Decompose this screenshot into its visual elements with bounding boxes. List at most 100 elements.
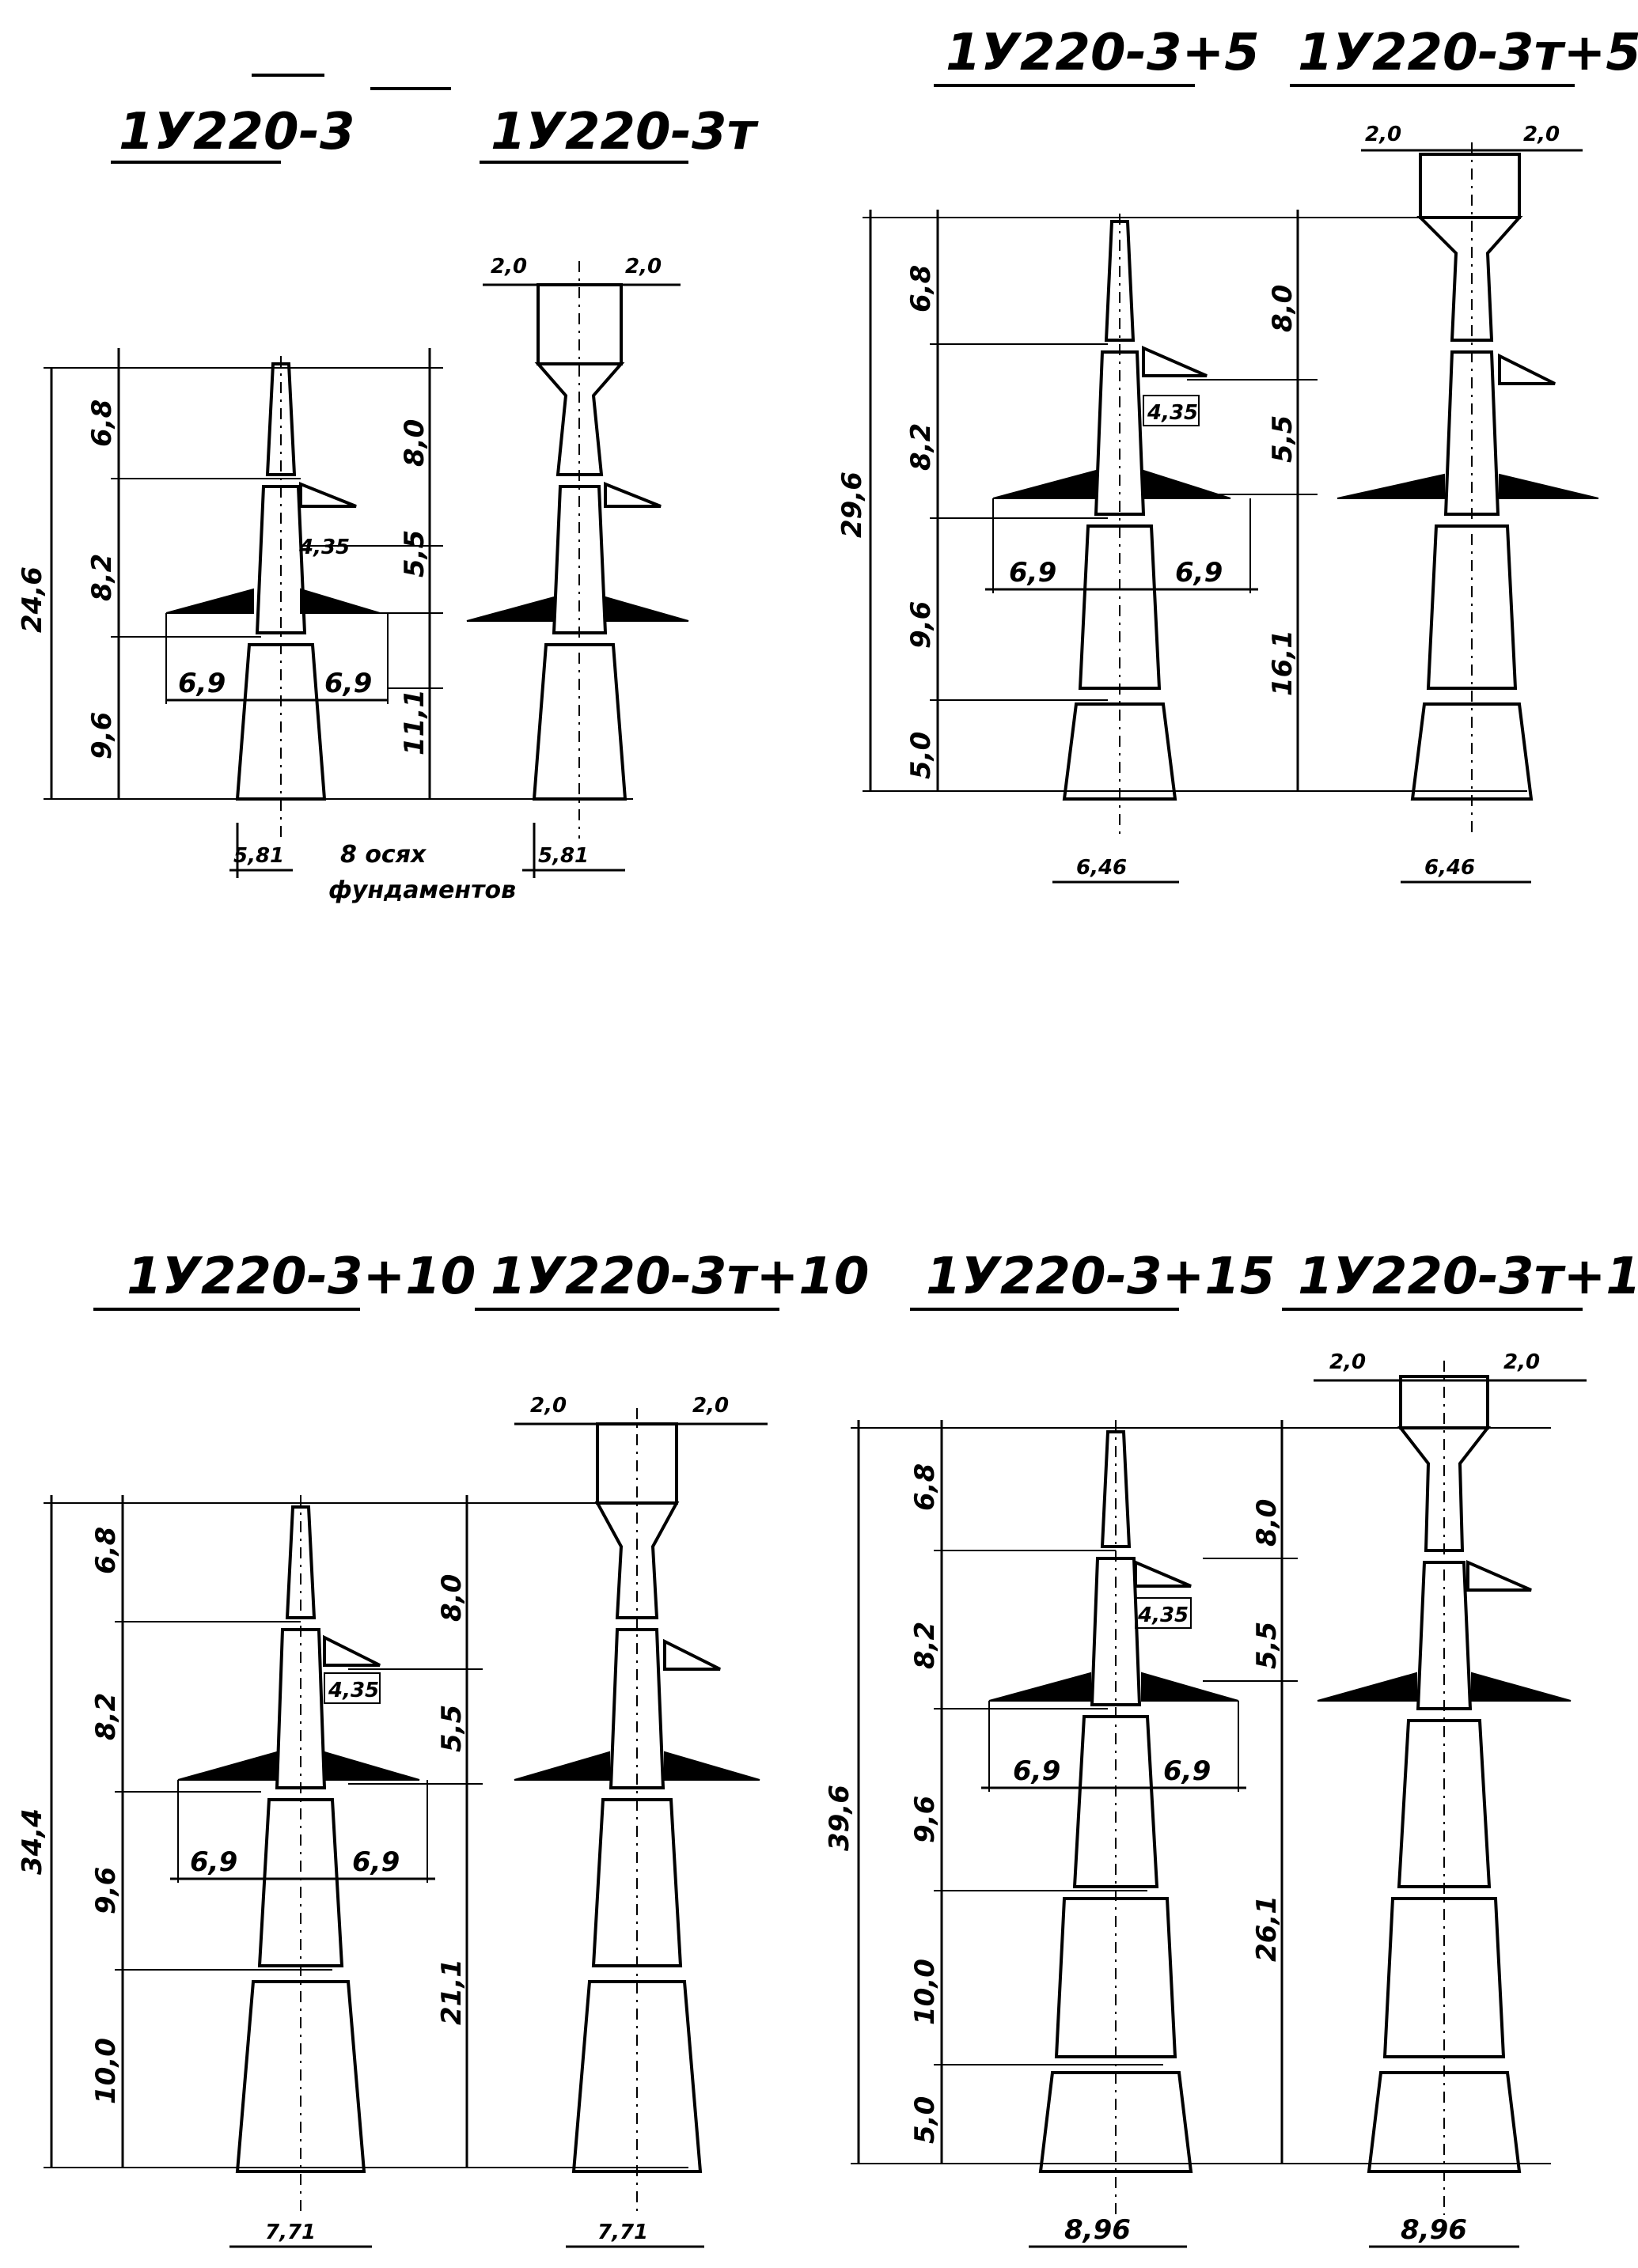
dim-11-1: 11,1 [399,689,430,755]
dim-base-right: 5,81 [538,844,589,868]
title-1u220-3-plus-10: 1У220-3+10 [127,1248,476,1306]
title-1u220-3t-plus-10: 1У220-3т+10 [491,1248,869,1306]
dim-5-5: 5,5 [1267,415,1299,463]
tower-mid-section [1090,1557,1142,1706]
dim-arm-left: 6,9 [1009,557,1056,589]
dim-base-left: 6,46 [1076,856,1127,880]
tower-mid-section [1094,350,1146,516]
panel-1u220-3: 24,6 6,8 8,2 9,6 8,0 5,5 11,1 6,9 6,9 4,… [17,255,689,904]
dim-top-left: 2,0 [1329,1350,1366,1374]
crossarm-right [300,588,381,614]
dim-4-35: 4,35 [1147,401,1198,425]
crossarm-upper [1466,1559,1532,1592]
dim-arm-left: 6,9 [178,668,226,699]
dim-10-0: 10,0 [909,1959,941,2025]
dim-5-0: 5,0 [909,2096,941,2144]
tower-1u220-3t-plus-15: 2,0 2,0 8,96 [1314,1350,1587,2248]
dim-21-1: 21,1 [436,1959,468,2025]
dim-4-35: 4,35 [298,536,350,559]
tower-mid-section [552,485,608,634]
dim-8-2: 8,2 [909,1622,941,1669]
dim-6-8: 6,8 [90,1527,122,1574]
dim-arm-right: 6,9 [1163,1755,1211,1787]
tower-lower-section [257,1798,344,1967]
tower-top-section [594,1501,680,1619]
title-1u220-3t-plus-5: 1У220-3т+5 [1298,24,1638,82]
dim-8-2: 8,2 [905,423,937,471]
tower-lower-section-2 [1054,1897,1177,2058]
crossarm-upper [1134,1559,1192,1588]
dim-arm-right: 6,9 [324,668,372,699]
crossarm-left [514,1751,610,1781]
dim-base-right: 6,46 [1424,856,1475,880]
tower-base-section [1367,2071,1522,2173]
crossarm-left [165,588,254,614]
tower-base-section [1038,2071,1193,2173]
dim-base-right: 7,71 [597,2221,648,2244]
dim-arm-left: 6,9 [1013,1755,1060,1787]
tower-1u220-3t-plus-5: 2,0 2,0 6,46 [1337,123,1599,884]
note-foundations: фундаментов [328,877,516,904]
dim-total: 29,6 [836,471,868,538]
dim-8-2: 8,2 [86,554,118,601]
dim-total: 24,6 [17,566,48,633]
crossarm-right [324,1751,420,1781]
tower-mid-section [1416,1561,1473,1710]
tower-1u220-3-plus-10: 6,9 6,9 4,35 7,71 [170,1495,435,2248]
dim-base-left: 8,96 [1064,2214,1131,2246]
dim-26-1: 26,1 [1251,1895,1283,1962]
dim-6-8: 6,8 [909,1463,941,1511]
dim-top-left: 2,0 [491,255,527,278]
crossarm-left [177,1751,278,1781]
dim-arm-right: 6,9 [352,1846,400,1878]
box-435 [324,1672,381,1704]
dim-4-35: 4,35 [1137,1604,1189,1627]
dim-8-0: 8,0 [399,419,430,467]
panel-1u220-3-plus-15: 39,6 6,8 8,2 9,6 10,0 5,0 8,0 5,5 26,1 6… [824,1350,1587,2248]
dim-base-right: 8,96 [1401,2214,1467,2246]
dim-top-right: 2,0 [625,255,662,278]
title-1u220-3t: 1У220-3т [491,103,760,161]
crossarm-right [1499,473,1599,499]
dim-6-8: 6,8 [905,265,937,312]
crossarm-right [1141,1672,1239,1702]
crossarm-upper [299,482,357,508]
tower-lower-section [1078,524,1162,690]
tower-top-section [285,1505,317,1619]
tower-top-section [265,362,297,476]
dim-8-2: 8,2 [90,1693,122,1740]
dim-5-0: 5,0 [905,732,937,779]
tower-top-section [534,362,625,476]
tower-mid-section [275,1628,327,1789]
tower-lower-section-2 [1382,1897,1506,2058]
tower-top-section [1100,1430,1132,1548]
tower-1u220-3t-plus-10: 2,0 2,0 7,71 [514,1394,768,2248]
box-435 [1143,395,1200,426]
crossarm-right [605,596,689,622]
tower-base-section [532,643,628,801]
dim-8-0: 8,0 [1251,1499,1283,1547]
dim-5-5: 5,5 [399,530,430,577]
dim-top-left: 2,0 [530,1394,567,1418]
title-1u220-3t-plus-15: 1У220-3т+15 [1298,1248,1638,1306]
dim-top-right: 2,0 [1503,1350,1540,1374]
tower-top-section [1104,220,1136,342]
title-1u220-3-plus-5: 1У220-3+5 [946,24,1260,82]
crossarm-right [664,1751,760,1781]
tower-lower-section [1072,1715,1159,1888]
dim-10-0: 10,0 [90,2038,122,2104]
dim-9-6: 9,6 [905,601,937,649]
tower-mid-section [255,485,307,634]
box-435 [1135,1597,1192,1629]
tower-1u220-3t: 2,0 2,0 5,81 [466,255,689,872]
crossarm-upper [663,1638,721,1671]
crossarm-right [1471,1672,1572,1702]
dim-4-35: 4,35 [328,1679,379,1702]
tower-1u220-3-plus-5: 6,9 6,9 4,35 6,46 [985,214,1258,884]
dim-16-1: 16,1 [1267,630,1299,696]
note-axes: 8 осях [340,841,427,869]
dim-base-left: 7,71 [265,2221,316,2244]
tower-base-section [235,643,327,801]
dim-arm-right: 6,9 [1175,557,1223,589]
crossarm-upper [1498,353,1556,385]
